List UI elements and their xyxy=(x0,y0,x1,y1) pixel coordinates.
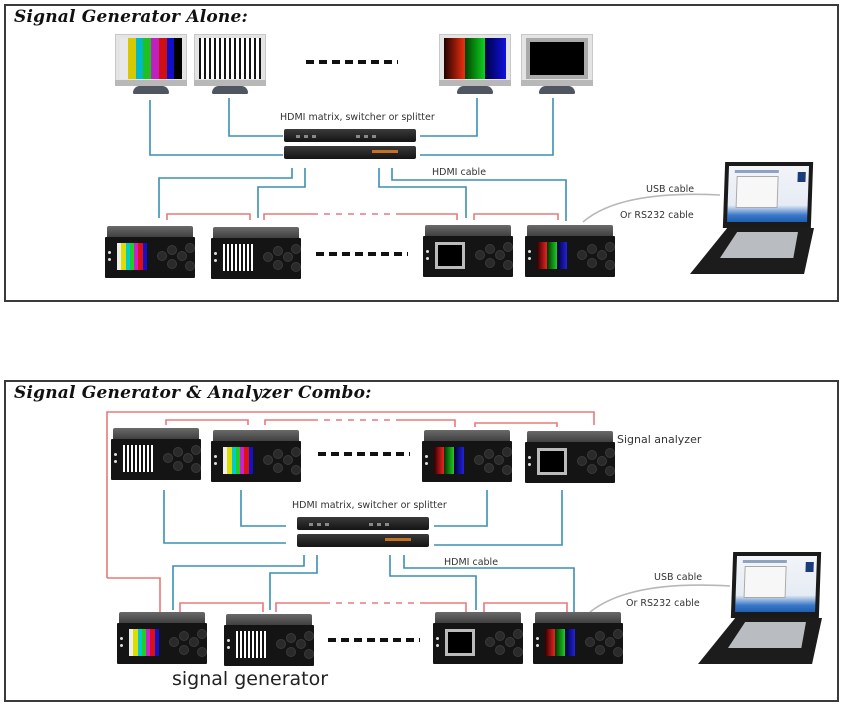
signal-generator-multiburst xyxy=(211,227,301,279)
signal-generator-label: signal generator xyxy=(172,668,329,690)
matrix-label: HDMI matrix, switcher or splitter xyxy=(292,500,447,511)
panel-title: Signal Generator Alone: xyxy=(14,7,248,27)
signal-generator-multiburst xyxy=(224,614,314,666)
signal-generator-color-bars xyxy=(105,226,195,278)
signal-analyzer-rgb-ramp xyxy=(422,430,512,482)
hdmi-cable-label: HDMI cable xyxy=(444,557,499,568)
signal-analyzer-color-bars xyxy=(211,430,301,482)
usb-cable-label: USB cable xyxy=(646,184,695,195)
ellipsis-dashes xyxy=(306,60,398,64)
signal-analyzer-label: Signal analyzer xyxy=(617,433,702,446)
hdmi-cable-label: HDMI cable xyxy=(432,167,487,178)
matrix-label: HDMI matrix, switcher or splitter xyxy=(280,112,435,123)
ellipsis-dashes xyxy=(328,638,420,642)
signal-analyzer-border-box xyxy=(525,431,615,483)
monitor-multiburst xyxy=(194,34,266,100)
ellipsis-dashes xyxy=(316,252,408,256)
signal-generator-border-box xyxy=(433,612,523,664)
signal-generator-color-bars xyxy=(117,612,207,664)
rs232-cable-label: Or RS232 cable xyxy=(626,598,700,609)
panel-title: Signal Generator & Analyzer Combo: xyxy=(14,383,372,403)
monitor-rgb-ramp xyxy=(439,34,511,100)
signal-generator-rgb-ramp xyxy=(533,612,623,664)
rs232-cable-label: Or RS232 cable xyxy=(620,210,694,221)
signal-analyzer-multiburst xyxy=(111,428,201,480)
ellipsis-dashes xyxy=(318,452,410,456)
signal-generator-rgb-ramp xyxy=(525,225,615,277)
control-laptop xyxy=(698,552,828,667)
control-laptop xyxy=(690,162,820,277)
monitor-color-bars xyxy=(115,34,187,100)
monitor-border-box xyxy=(521,34,593,100)
hdmi-matrix xyxy=(284,129,416,161)
usb-cable-label: USB cable xyxy=(654,572,703,583)
hdmi-matrix xyxy=(297,517,429,549)
signal-generator-border-box xyxy=(423,225,513,277)
